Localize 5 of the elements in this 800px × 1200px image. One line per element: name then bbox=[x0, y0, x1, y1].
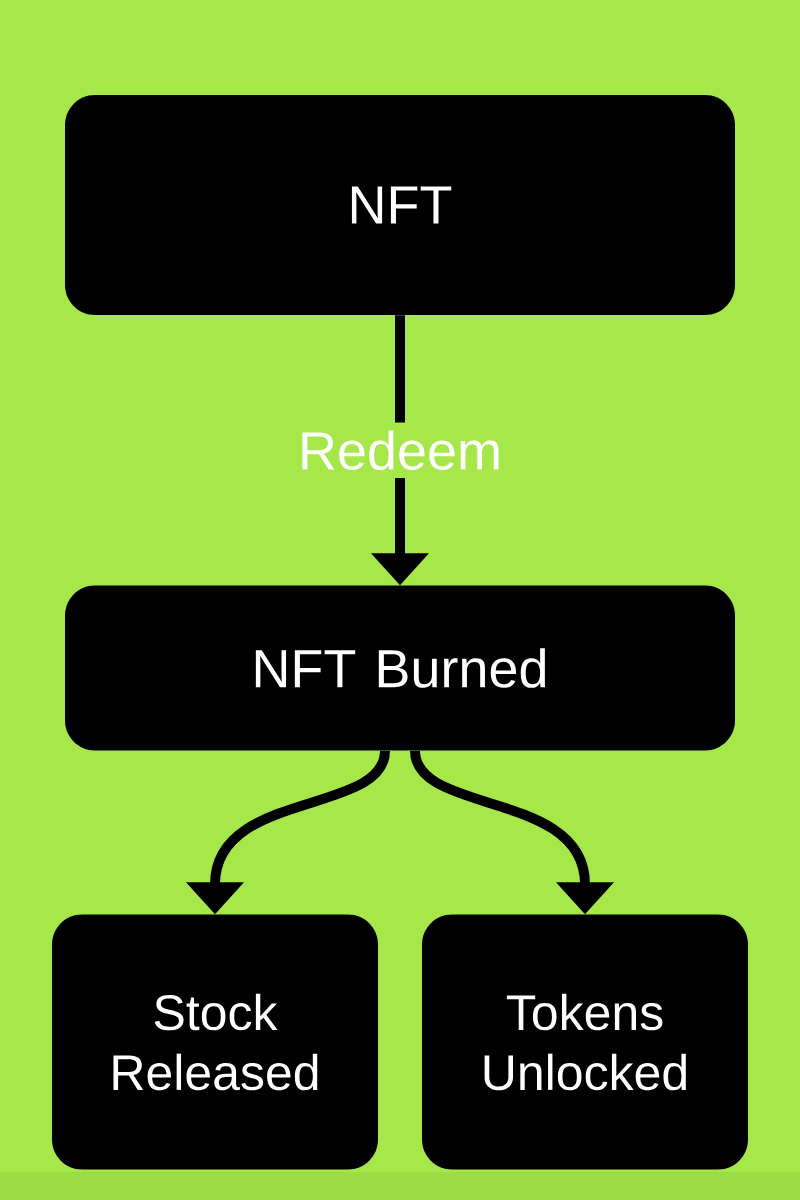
edge-label: Redeem bbox=[289, 422, 511, 479]
process-box: Stock Released bbox=[52, 914, 378, 1170]
process-box: Tokens Unlocked bbox=[422, 914, 748, 1170]
process-box: NFT Burned bbox=[65, 585, 735, 751]
process-box: NFT bbox=[65, 95, 735, 315]
